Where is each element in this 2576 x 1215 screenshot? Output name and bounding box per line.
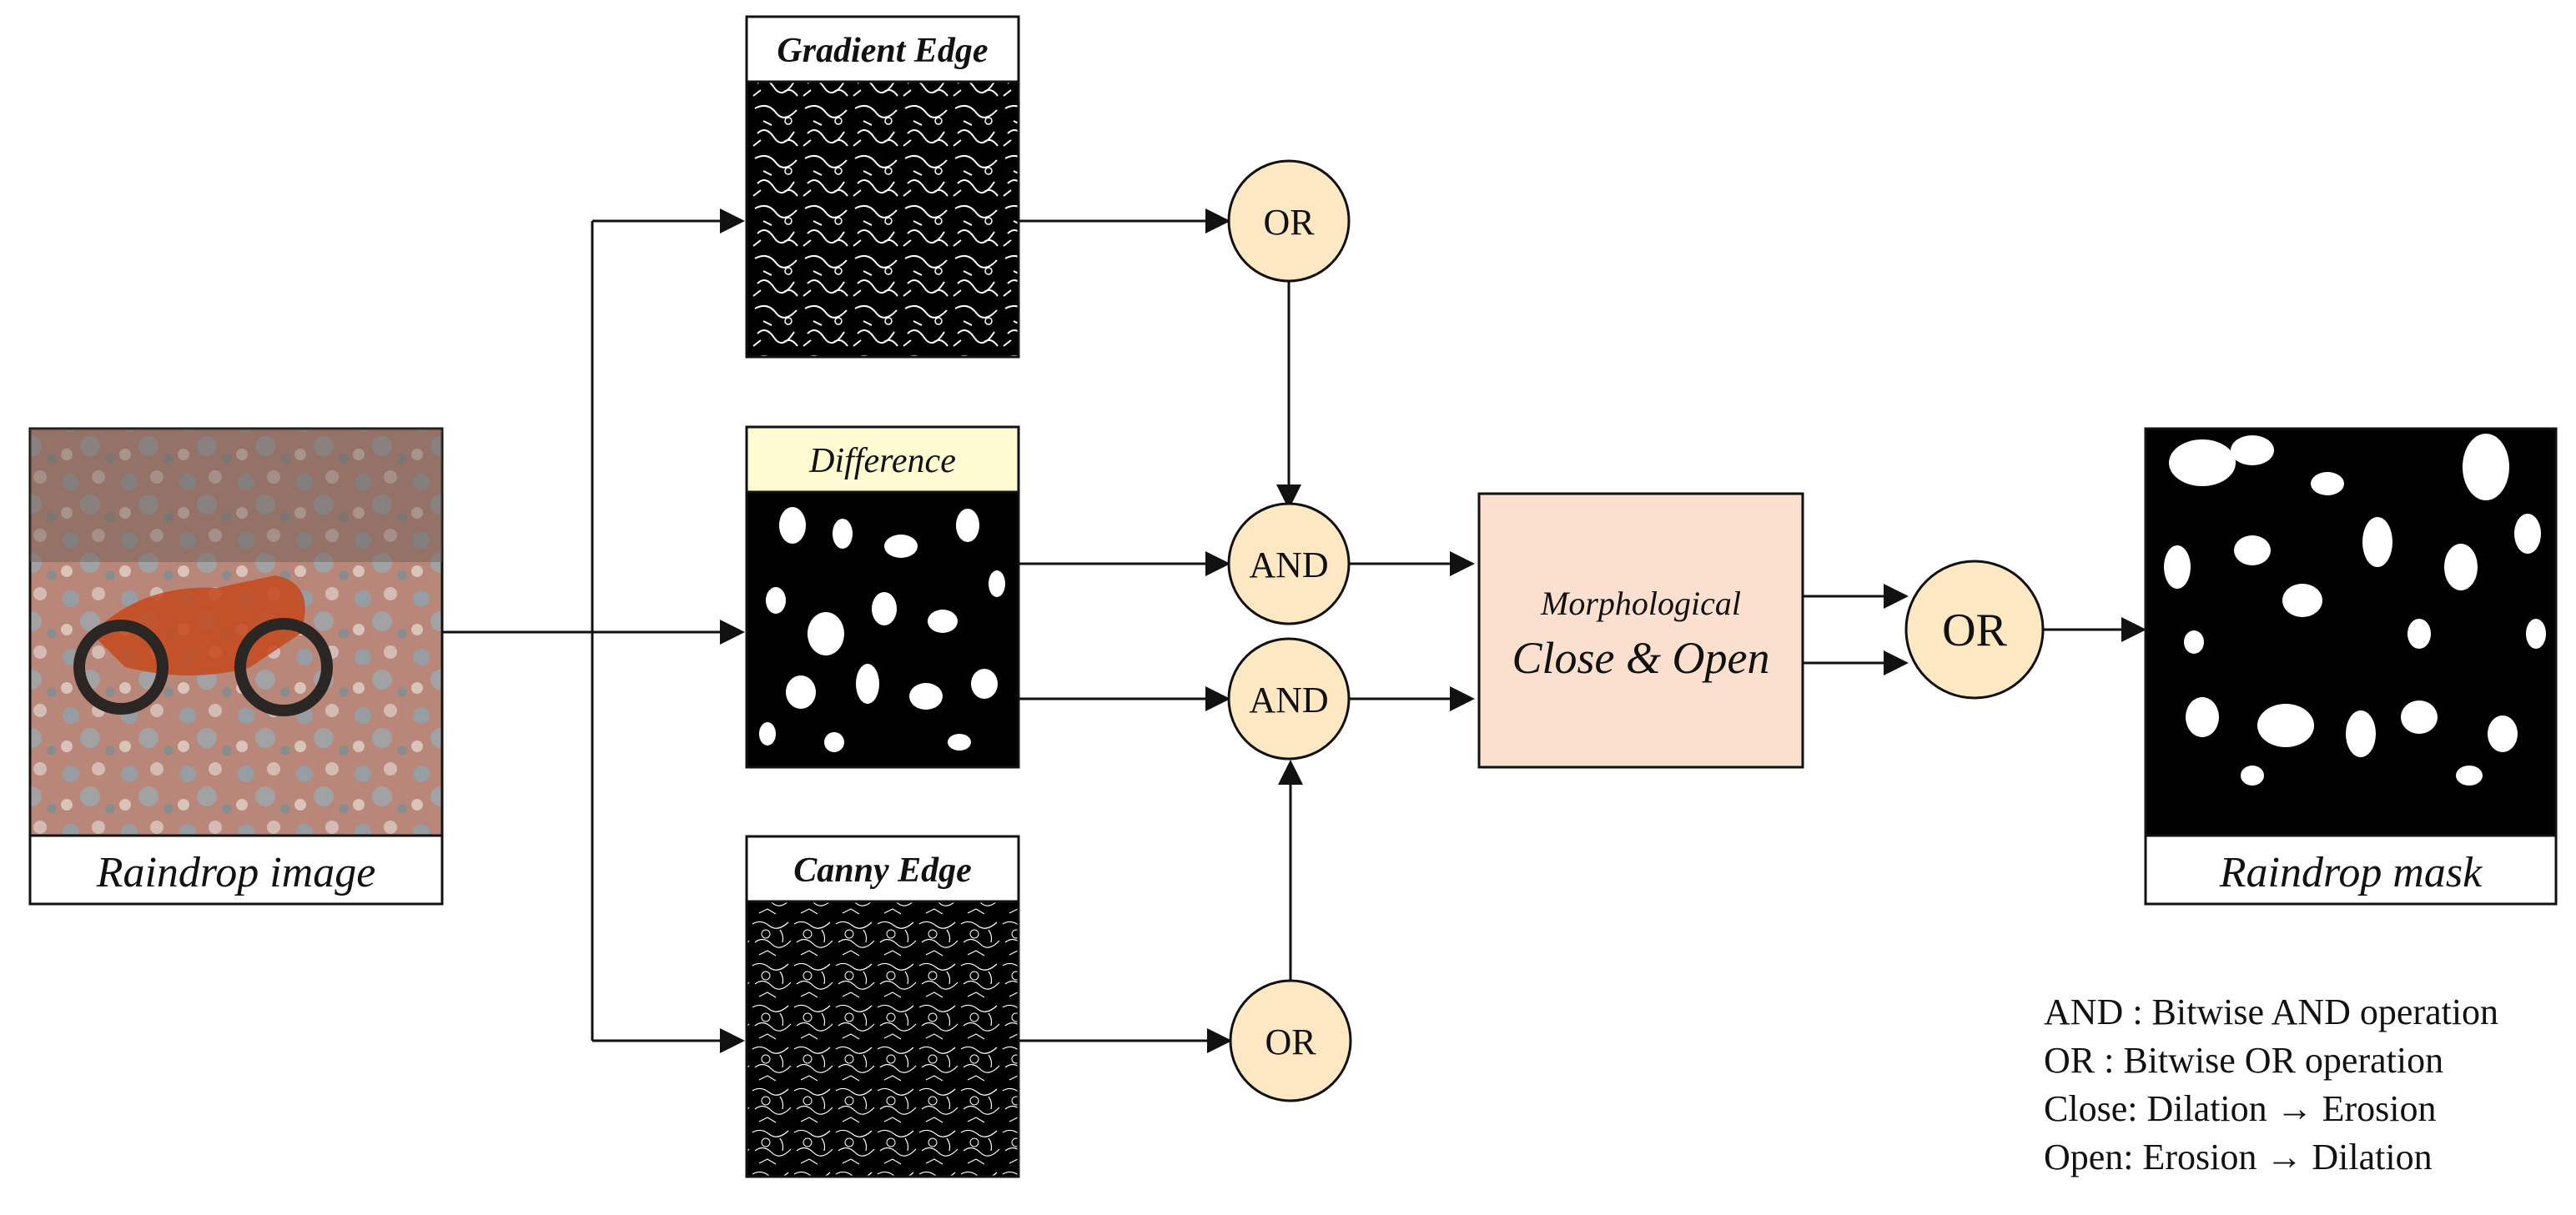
raindrop-mask-caption-box — [2144, 834, 2558, 906]
legend-open: Open: Erosion → Dilation — [2044, 1137, 2433, 1177]
or-node-top-label: OR — [1263, 202, 1315, 243]
and-node-top — [1227, 502, 1351, 625]
gradient-edge-panel: Gradient Edge — [745, 15, 1020, 359]
legend-or: OR : Bitwise OR operation — [2044, 1040, 2444, 1081]
canny-edge-title: Canny Edge — [793, 851, 972, 890]
legend-and: AND : Bitwise AND operation — [2044, 992, 2499, 1032]
gradient-edge-title: Gradient Edge — [777, 32, 988, 70]
morphological-box: Morphological Close & Open — [1477, 492, 1804, 769]
and-node-bottom — [1227, 637, 1351, 761]
and-node-bottom-label: AND — [1249, 680, 1328, 720]
raindrop-mask-panel: Raindrop mask — [2144, 427, 2558, 906]
branch-connectors — [1019, 208, 2146, 1053]
raindrop-photo-shade — [30, 429, 442, 562]
difference-blobs — [759, 507, 1005, 752]
canny-edge-panel: Canny Edge — [745, 835, 1020, 1178]
raindrop-caption-box — [28, 834, 444, 906]
mask-blobs — [2164, 434, 2546, 786]
morphological-label: Morphological — [1540, 585, 1741, 622]
gradient-edge-header — [745, 15, 1020, 83]
motorbike-shape — [92, 575, 305, 675]
and-node-top-label: AND — [1249, 545, 1328, 585]
motorbike-wheel-front — [73, 620, 169, 715]
close-open-label: Close & Open — [1512, 633, 1770, 683]
operators: OR AND AND OR OR — [1227, 159, 2045, 1102]
or-node-final — [1904, 560, 2045, 700]
raindrop-caption: Raindrop image — [96, 849, 376, 896]
difference-title: Difference — [808, 442, 956, 480]
canny-edge-image — [745, 900, 1020, 1178]
or-node-top — [1227, 159, 1351, 283]
legend-close: Close: Dilation → Erosion — [2044, 1088, 2437, 1129]
or-node-final-label: OR — [1942, 605, 2007, 656]
motorbike-wheel-back — [234, 618, 333, 716]
morphological-rect — [1477, 492, 1804, 769]
difference-header — [745, 425, 1020, 494]
raindrop-mask-caption: Raindrop mask — [2219, 849, 2483, 896]
or-node-bottom-label: OR — [1265, 1022, 1316, 1062]
gradient-edge-image — [745, 80, 1020, 359]
canny-edge-header — [745, 835, 1020, 903]
difference-panel: Difference — [745, 425, 1020, 769]
input-connectors — [442, 208, 745, 1053]
or-node-bottom — [1229, 979, 1352, 1102]
raindrop-image-panel: Raindrop image — [28, 427, 444, 906]
